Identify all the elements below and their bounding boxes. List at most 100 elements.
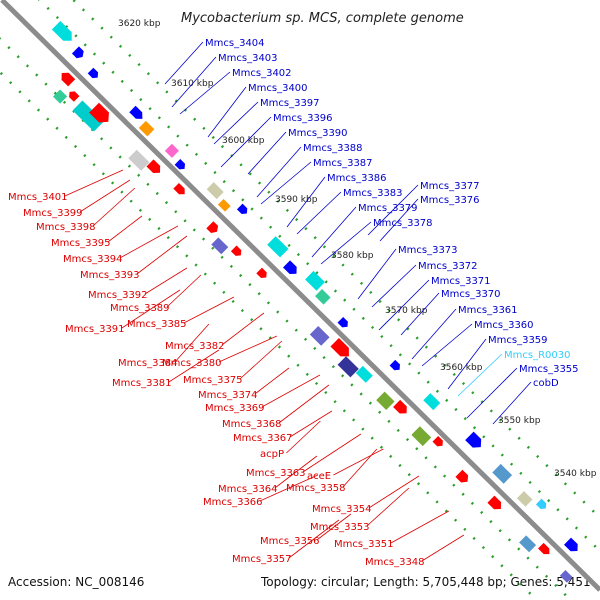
label-leader-lines: [64, 41, 532, 562]
gene-label: Mmcs_3359: [488, 335, 548, 346]
leader-line: [183, 296, 235, 324]
gene-block: [492, 463, 513, 484]
gene-label: Mmcs_3375: [183, 375, 243, 386]
topology-text: Topology: circular; Length: 5,705,448 bp…: [260, 575, 591, 589]
leader-line: [119, 225, 179, 259]
gene-label: Mmcs_3402: [232, 68, 292, 79]
leader-line: [320, 221, 372, 265]
leader-line: [166, 274, 202, 308]
gene-label: Mmcs_3389: [110, 303, 170, 314]
gene-label: Mmcs_3395: [51, 238, 111, 249]
gene-block: [72, 100, 104, 132]
gene-block: [206, 182, 224, 200]
leader-line: [144, 267, 188, 295]
gene-arrow-forward: [535, 498, 547, 510]
leader-line: [121, 289, 181, 329]
gene-arrow-forward: [236, 203, 248, 215]
leader-line: [174, 323, 210, 363]
leader-line: [286, 420, 321, 454]
gene-block: [305, 270, 325, 291]
gene-label: aceE: [307, 471, 331, 482]
gene-arrow-forward: [256, 267, 267, 279]
gene-block: [315, 289, 331, 305]
gene-block: [211, 237, 229, 255]
gene-label: Mmcs_3381: [112, 378, 172, 389]
gene-label: Mmcs_3351: [334, 539, 394, 550]
leader-line: [261, 374, 321, 408]
gene-block: [164, 143, 179, 158]
gene-label: Mmcs_3386: [327, 173, 387, 184]
leader-line: [367, 184, 419, 236]
gene-label: Mmcs_3384: [118, 358, 178, 369]
leader-line: [333, 448, 384, 476]
gene-arrow-forward: [173, 182, 185, 195]
gene-arrow-forward: [432, 435, 443, 447]
leader-line: [447, 338, 487, 390]
gene-label: Mmcs_3354: [312, 504, 372, 515]
gene-label: Mmcs_3404: [205, 38, 265, 49]
tick-label: 3550 kbp: [498, 416, 541, 426]
gene-label: Mmcs_3377: [420, 181, 480, 192]
leader-line: [107, 215, 143, 243]
gene-arrow-forward: [337, 316, 348, 328]
leader-line: [213, 101, 259, 145]
map-title: Mycobacterium sp. MCS, complete genome: [181, 11, 464, 26]
tick-label: 3600 kbp: [222, 136, 265, 146]
leader-line: [368, 475, 420, 509]
gene-label: Mmcs_3373: [398, 245, 458, 256]
gene-label: Mmcs_3398: [36, 222, 96, 233]
leader-line: [357, 248, 397, 300]
tick-label: 3560 kbp: [440, 363, 483, 373]
gene-arrow-forward: [564, 537, 578, 552]
gene-arrow-forward: [89, 102, 109, 123]
leader-line: [221, 312, 265, 346]
gene-label: Mmcs_3361: [458, 305, 518, 316]
gene-label: Mmcs_3356: [260, 536, 320, 547]
gene-label: Mmcs_3372: [418, 261, 478, 272]
gene-label: Mmcs_3401: [8, 192, 68, 203]
gene-label: Mmcs_3374: [198, 390, 258, 401]
gene-arrow-forward: [230, 245, 242, 256]
leader-line: [286, 176, 326, 228]
gene-label: Mmcs_3369: [205, 403, 265, 414]
gene-block: [138, 120, 155, 137]
leader-line: [256, 146, 302, 198]
leader-line: [239, 340, 283, 380]
gene-label: Mmcs_3403: [218, 53, 278, 64]
leader-line: [342, 448, 378, 488]
right-gene-labels: Mmcs_3404Mmcs_3403Mmcs_3402Mmcs_3400Mmcs…: [205, 38, 579, 389]
gene-block: [411, 426, 432, 447]
gene-label: cobD: [533, 378, 559, 389]
leader-line: [260, 161, 312, 205]
leader-line: [492, 381, 532, 425]
gene-label: Mmcs_3371: [431, 276, 491, 287]
gene-label: Mmcs_3385: [127, 319, 187, 330]
leader-line: [457, 353, 503, 397]
leader-line: [168, 349, 220, 383]
gene-block: [423, 393, 441, 411]
gene-label: Mmcs_3391: [65, 324, 125, 335]
leader-line: [274, 455, 318, 489]
leader-line: [207, 86, 247, 138]
gene-block: [217, 198, 231, 212]
leader-line: [390, 510, 450, 544]
leader-line: [466, 367, 518, 419]
gene-block: [355, 365, 373, 383]
gene-block: [267, 236, 289, 258]
gene-label: Mmcs_3370: [441, 289, 501, 300]
left-gene-labels: Mmcs_3401Mmcs_3399Mmcs_3398Mmcs_3395Mmcs…: [8, 192, 425, 568]
gene-arrow-forward: [51, 21, 72, 41]
leader-line: [171, 56, 217, 108]
gene-block: [128, 149, 150, 171]
gene-label: Mmcs_3363: [246, 468, 306, 479]
gene-block: [309, 326, 330, 346]
leader-line: [288, 519, 340, 559]
gene-block: [519, 535, 537, 553]
leader-line: [302, 433, 362, 473]
leader-line: [421, 534, 465, 562]
leader-line: [378, 279, 430, 331]
leader-line: [64, 169, 124, 197]
gene-arrow-forward: [87, 67, 99, 79]
